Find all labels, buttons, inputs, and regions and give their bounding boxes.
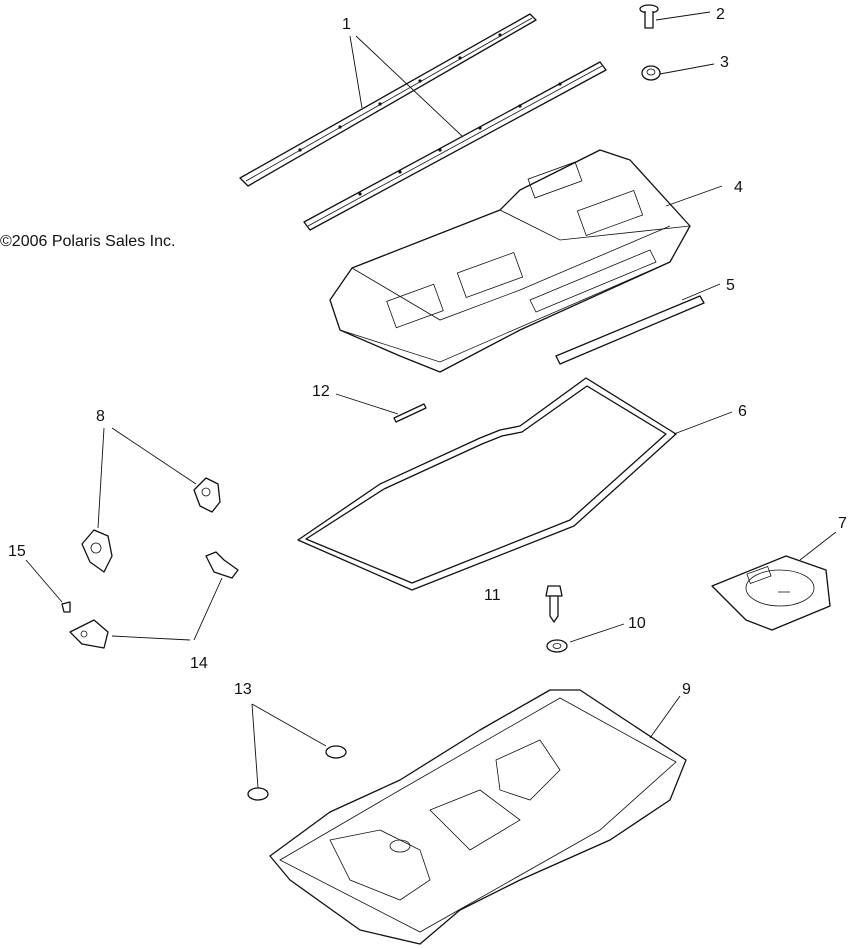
callout-10: 10 bbox=[628, 615, 646, 632]
part-15-screw bbox=[61, 601, 71, 613]
part-12-pin bbox=[393, 403, 427, 423]
callout-8: 8 bbox=[96, 408, 105, 425]
callout-11: 11 bbox=[484, 587, 501, 604]
callout-13: 13 bbox=[234, 681, 252, 698]
leader-lines bbox=[25, 11, 837, 789]
part-3-grommet bbox=[641, 65, 661, 81]
part-13-plugs bbox=[247, 745, 347, 801]
part-10-washer bbox=[546, 639, 568, 653]
part-5-foam-strip bbox=[555, 295, 705, 365]
copyright-notice: ©2006 Polaris Sales Inc. bbox=[0, 233, 175, 250]
part-14-latches bbox=[69, 551, 239, 649]
callout-12: 12 bbox=[312, 383, 330, 400]
callout-2: 2 bbox=[716, 6, 725, 23]
callout-3: 3 bbox=[720, 54, 729, 71]
part-11-bolt bbox=[545, 585, 563, 623]
part-8-hinges bbox=[81, 477, 221, 573]
part-6-gasket bbox=[297, 377, 677, 591]
callout-1: 1 bbox=[342, 16, 351, 33]
callout-7: 7 bbox=[838, 515, 847, 532]
part-1-trim-strips bbox=[239, 13, 607, 231]
callout-15: 15 bbox=[8, 543, 26, 560]
part-4-storage-cover bbox=[329, 149, 691, 373]
callout-6: 6 bbox=[738, 403, 747, 420]
callout-14: 14 bbox=[190, 655, 208, 672]
callout-4: 4 bbox=[734, 179, 743, 196]
callout-labels: 1 2 3 4 5 6 7 8 9 10 11 12 13 14 15 bbox=[8, 6, 847, 698]
part-7-access-panel bbox=[711, 555, 831, 631]
part-2-rivet bbox=[639, 4, 659, 29]
callout-5: 5 bbox=[726, 277, 735, 294]
callout-9: 9 bbox=[682, 681, 691, 698]
part-9-storage-tub bbox=[269, 689, 687, 945]
